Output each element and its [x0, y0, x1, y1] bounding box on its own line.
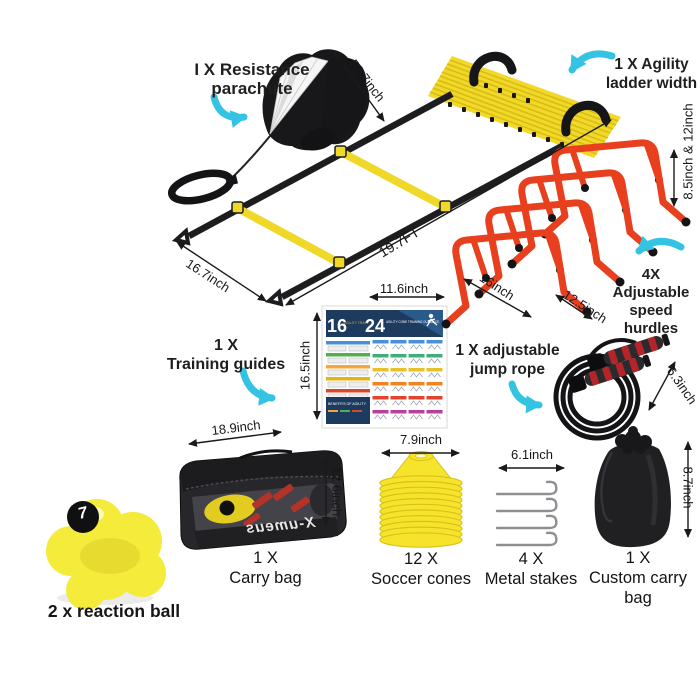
jump-rope-label: 1 X adjustable jump rope — [455, 341, 560, 379]
reaction-ball-logo — [67, 501, 99, 533]
dim-hurdle-height: 8.5inch & 12inch — [680, 103, 696, 200]
dim-bag-height: 12.6inch — [329, 466, 345, 517]
cones-count: 12 X — [404, 550, 438, 568]
hurdles-label-line2: speed hurdles — [623, 302, 679, 337]
poster-left-rows — [326, 341, 370, 400]
reaction-ball-label: 2 x reaction ball — [47, 601, 181, 621]
guides-label-line2: Training guides — [166, 356, 286, 373]
poster-footer: BENEFITS OF AGILITY — [328, 402, 367, 406]
training-guides-poster: 16 AGILITY TRAIN 24 AGILITY CONE TRAININ… — [321, 305, 448, 429]
parachute-label-line2: parachute — [211, 79, 293, 98]
custom-bag-label: 1 X Custom carry bag — [573, 548, 700, 608]
runner-icon — [426, 313, 438, 327]
hurdles-label: 4X Adjustable speed hurdles — [602, 266, 700, 338]
ladder-label-line2: ladder width — [605, 75, 698, 92]
poster-left-count: 16 — [327, 316, 347, 336]
dim-guides-height: 16.5inch — [297, 340, 313, 391]
rope-label-line1: 1 X adjustable — [455, 342, 560, 359]
dimension-arrows — [176, 51, 692, 538]
rope-label-line2: jump rope — [470, 361, 545, 378]
carry-bag-label: 1 X Carry bag — [208, 548, 323, 588]
ladder-label-line1: 1 X Agility — [614, 56, 689, 73]
soccer-cones-label: 12 X Soccer cones — [362, 549, 480, 589]
stakes-name: Metal stakes — [484, 570, 578, 588]
soccer-cones-photo — [379, 451, 463, 548]
stakes-count: 4 X — [518, 550, 544, 568]
custom-bag-count: 1 X — [625, 549, 651, 567]
metal-stakes-photo — [495, 480, 558, 547]
ladder-handle — [469, 51, 517, 87]
jump-rope-photo — [553, 333, 671, 441]
callout-arrows — [210, 50, 685, 414]
hurdles-label-line1: 4X Adjustable — [612, 266, 690, 301]
ladder-width-label: 1 X Agility ladder width — [603, 55, 700, 93]
cyan-arrow-hurdles — [635, 235, 685, 255]
cyan-arrow-guides — [239, 367, 276, 406]
cones-name: Soccer cones — [371, 570, 471, 588]
poster-right-count: 24 — [365, 316, 385, 336]
reaction-ball-photo — [46, 499, 166, 610]
carry-bag-name: Carry bag — [229, 569, 302, 587]
poster-right-title: AGILITY CONE TRAINING GUIDANCE. — [386, 320, 440, 324]
cyan-arrow-ladder — [568, 50, 616, 74]
parachute-label: I X Resistance parachute — [168, 60, 336, 98]
dim-custom-bag-height: 8.7inch — [680, 466, 696, 509]
custom-bag-name: Custom carry bag — [588, 569, 688, 607]
carry-bag-count: 1 X — [253, 549, 278, 567]
custom-carry-bag-photo — [594, 426, 671, 548]
dim-guides-width: 11.6inch — [379, 281, 429, 296]
training-guides-label: 1 X Training guides — [150, 336, 302, 374]
cyan-arrow-parachute — [210, 93, 248, 129]
dim-cones-width: 7.9inch — [400, 432, 442, 447]
parachute-label-line1: I X Resistance — [194, 60, 310, 79]
dim-stakes-length: 6.1inch — [511, 447, 553, 462]
jump-rope-handle — [587, 333, 671, 372]
poster-left-title: AGILITY TRAIN — [344, 321, 368, 325]
jump-rope-handle — [568, 354, 652, 393]
parachute-belt-ring — [167, 169, 235, 205]
metal-stakes-label: 4 X Metal stakes — [477, 549, 585, 589]
poster-right-grid — [372, 340, 443, 420]
guides-label-line1: 1 X — [213, 337, 238, 354]
cyan-arrow-rope — [508, 380, 543, 414]
